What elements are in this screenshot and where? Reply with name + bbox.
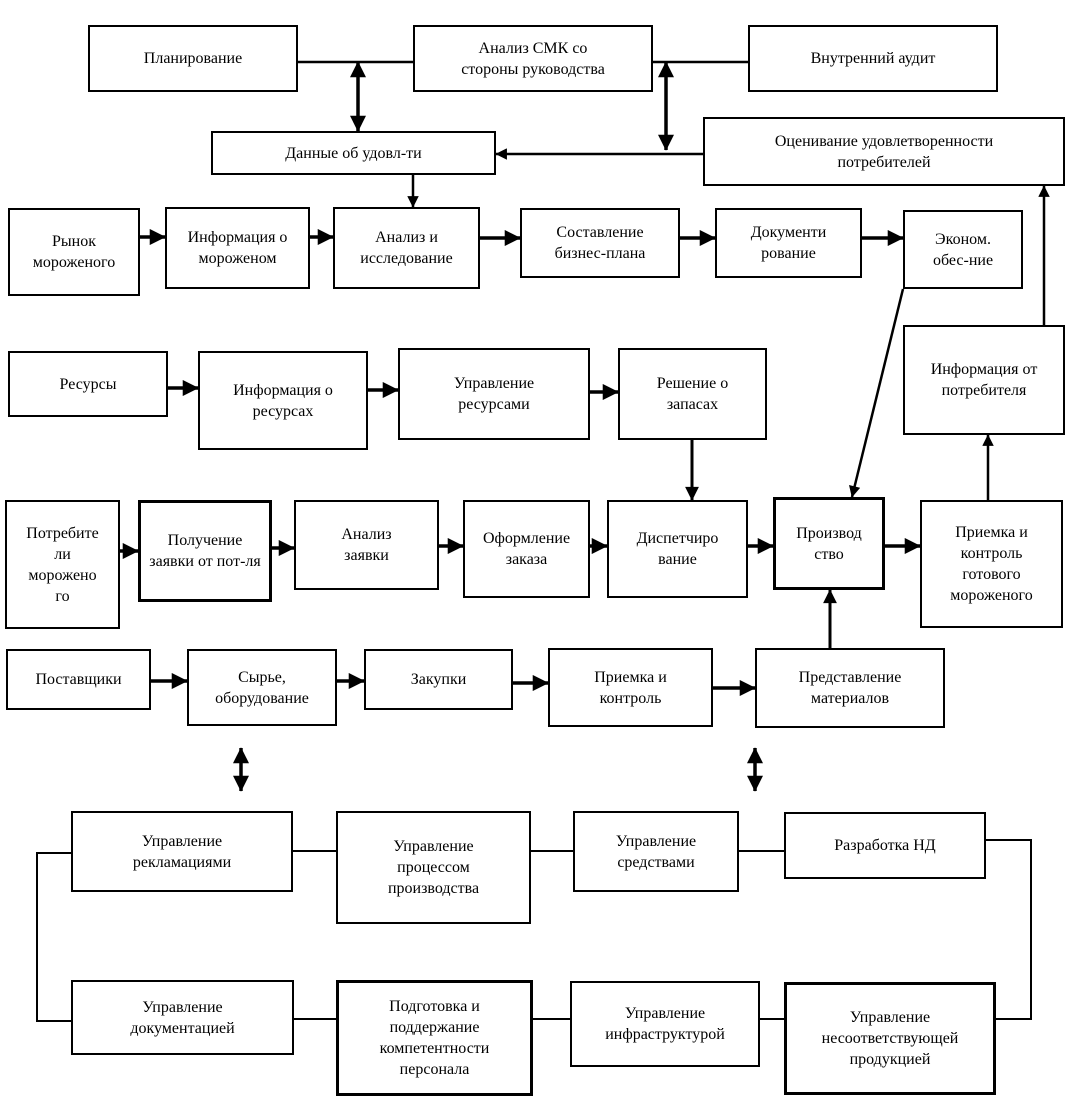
node-info-icecream: Информация о мороженом — [165, 207, 310, 289]
node-econ-support: Эконом. обес-ние — [903, 210, 1023, 289]
node-process-mgmt: Управление процессом производства — [336, 811, 531, 924]
node-finished-control: Приемка и контроль готового мороженого — [920, 500, 1063, 628]
node-consumers: Потребите ли морожено го — [5, 500, 120, 629]
node-means-mgmt: Управление средствами — [573, 811, 739, 892]
node-nonconforming: Управление несоответствующей продукцией — [784, 982, 996, 1095]
node-nd-development: Разработка НД — [784, 812, 986, 879]
node-raw-materials: Сырье, оборудование — [187, 649, 337, 726]
node-acceptance-control: Приемка и контроль — [548, 648, 713, 727]
node-satisfaction-eval: Оценивание удовлетворенности потребителе… — [703, 117, 1065, 186]
node-resource-mgmt: Управление ресурсами — [398, 348, 590, 440]
node-production: Производ ство — [773, 497, 885, 590]
node-planning: Планирование — [88, 25, 298, 92]
node-internal-audit: Внутренний аудит — [748, 25, 998, 92]
node-business-plan: Составление бизнес-плана — [520, 208, 680, 278]
connector-right-side-link — [986, 839, 1032, 1020]
node-resources: Ресурсы — [8, 351, 168, 417]
node-order-processing: Оформление заказа — [463, 500, 590, 598]
node-complaints-mgmt: Управление рекламациями — [71, 811, 293, 892]
node-order-analysis: Анализ заявки — [294, 500, 439, 590]
connector-econ-to-production — [849, 288, 905, 498]
node-order-receipt: Получение заявки от пот-ля — [138, 500, 272, 602]
node-infrastructure: Управление инфраструктурой — [570, 981, 760, 1067]
node-suppliers: Поставщики — [6, 649, 151, 710]
node-info-resources: Информация о ресурсах — [198, 351, 368, 450]
node-smk-analysis: Анализ СМК со стороны руководства — [413, 25, 653, 92]
node-doc-mgmt: Управление документацией — [71, 980, 294, 1055]
node-market: Рынок мороженого — [8, 208, 140, 296]
node-consumer-info: Информация от потребителя — [903, 325, 1065, 435]
node-dispatching: Диспетчиро вание — [607, 500, 748, 598]
node-materials-presentation: Представление материалов — [755, 648, 945, 728]
node-competence: Подготовка и поддержание компетентности … — [336, 980, 533, 1096]
node-satisfaction-data: Данные об удовл-ти — [211, 131, 496, 175]
connector-left-side-link — [36, 852, 71, 1022]
node-purchasing: Закупки — [364, 649, 513, 710]
node-analysis-research: Анализ и исследование — [333, 207, 480, 289]
node-documenting: Документи рование — [715, 208, 862, 278]
node-stock-decision: Решение о запасах — [618, 348, 767, 440]
